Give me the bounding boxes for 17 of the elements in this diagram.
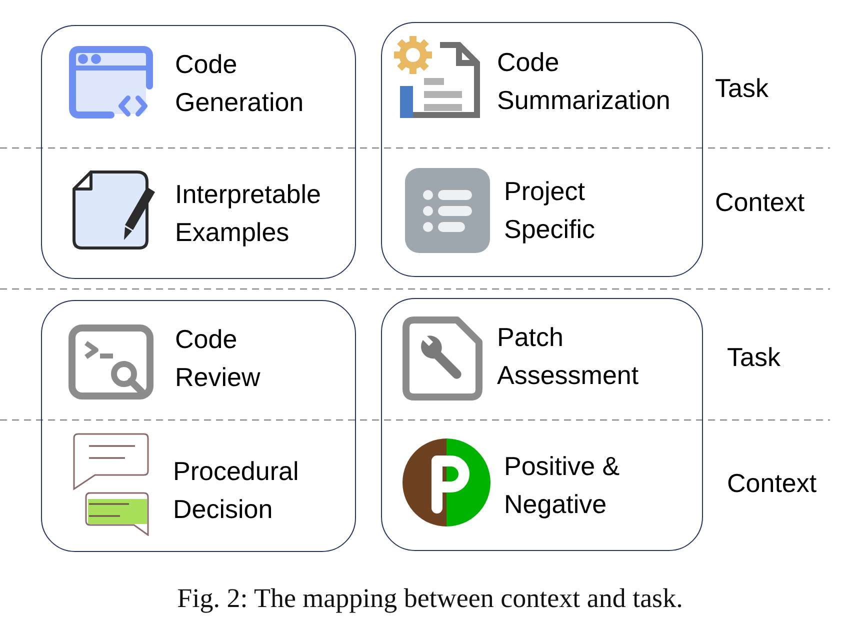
- row-label: Context: [727, 467, 817, 499]
- item-label: Positive & Negative: [504, 450, 621, 521]
- rounded-panel: [381, 22, 703, 277]
- item-label: Patch Assessment: [497, 321, 640, 392]
- rounded-panel: [41, 300, 356, 552]
- item-label: Code Summarization: [497, 46, 672, 117]
- row-label: Context: [715, 186, 805, 218]
- row-label: Task: [727, 341, 780, 373]
- item-label: Project Specific: [504, 175, 596, 246]
- item-label: Interpretable Examples: [175, 178, 322, 249]
- rounded-panel: [381, 298, 703, 551]
- item-label: Code Review: [175, 323, 262, 394]
- figure-caption: Fig. 2: The mapping between context and task.: [177, 582, 683, 614]
- item-label: Procedural Decision: [173, 455, 300, 526]
- item-label: Code Generation: [175, 48, 305, 119]
- row-label: Task: [715, 72, 768, 104]
- rounded-panel: [41, 25, 356, 279]
